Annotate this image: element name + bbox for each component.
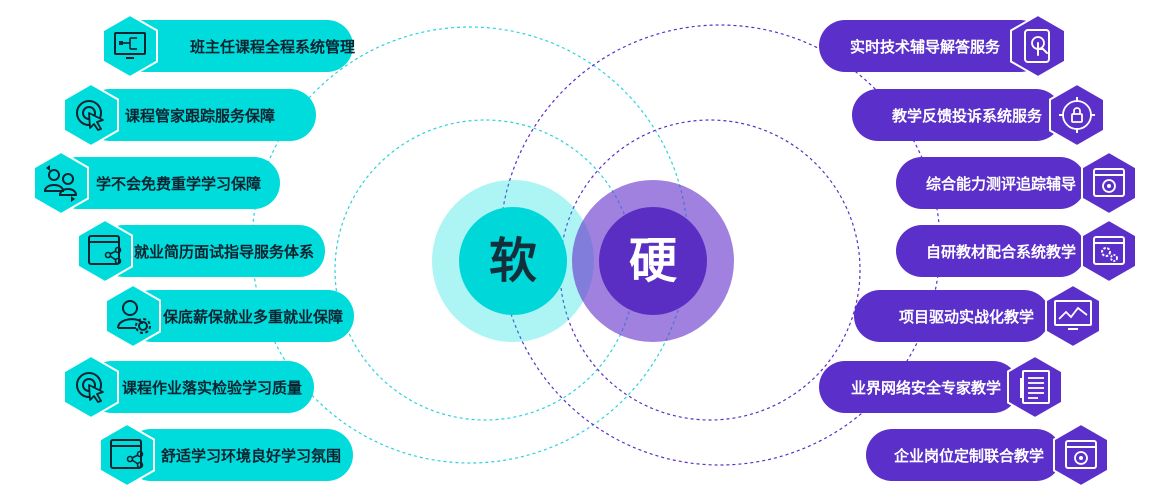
touch-tablet-icon	[1005, 13, 1071, 79]
soft-item-label: 舒适学习环境良好学习氛围	[161, 446, 342, 465]
browser-share-icon	[72, 218, 138, 284]
soft-item: 课程作业落实检验学习质量	[86, 361, 314, 413]
hard-item-label: 项目驱动实战化教学	[898, 307, 1034, 326]
hard-item: 教学反馈投诉系统服务	[852, 89, 1062, 141]
soft-item: 学不会免费重学学习保障	[52, 157, 280, 209]
soft-item: 课程管家跟踪服务保障	[84, 89, 316, 141]
hard-item: 企业岗位定制联合教学	[866, 429, 1062, 481]
soft-item: 保底薪保就业多重就业保障	[126, 290, 354, 342]
lock-target-icon	[1044, 82, 1110, 148]
user-gear-icon	[100, 283, 166, 349]
hard-item-label: 实时技术辅导解答服务	[849, 37, 1000, 56]
hard-item: 业界网络安全专家教学	[819, 361, 1019, 413]
soft-item-label: 保底薪保就业多重就业保障	[163, 307, 344, 326]
browser-gears-icon	[1076, 218, 1142, 284]
document-list-icon	[1002, 354, 1068, 420]
soft-circle: 软	[459, 207, 567, 315]
hard-item-label: 企业岗位定制联合教学	[893, 446, 1044, 465]
soft-label: 软	[488, 233, 537, 289]
hard-item: 自研教材配合系统教学	[896, 225, 1086, 277]
users-refresh-icon	[28, 150, 94, 216]
cursor-target-icon	[58, 354, 124, 420]
soft-item: 舒适学习环境良好学习氛围	[125, 429, 353, 481]
browser-target-icon	[1048, 422, 1114, 488]
cursor-target-icon	[58, 82, 124, 148]
soft-item-label: 班主任课程全程系统管理	[190, 37, 356, 56]
hard-item-label: 业界网络安全专家教学	[850, 378, 1001, 397]
soft-item-label: 学不会免费重学学习保障	[96, 174, 262, 193]
hard-label: 硬	[628, 233, 677, 289]
hard-item-label: 教学反馈投诉系统服务	[891, 106, 1042, 125]
soft-item: 就业简历面试指导服务体系	[98, 225, 325, 277]
hard-item: 综合能力测评追踪辅导	[896, 157, 1086, 209]
monitor-chart-icon	[1040, 283, 1106, 349]
browser-share-icon	[94, 422, 160, 488]
soft-item-label: 课程管家跟踪服务保障	[125, 106, 276, 125]
monitor-sitemap-icon	[97, 13, 163, 79]
hard-item: 实时技术辅导解答服务	[819, 20, 1046, 72]
hard-item-label: 自研教材配合系统教学	[925, 242, 1076, 261]
soft-item-label: 课程作业落实检验学习质量	[122, 378, 303, 397]
hard-item-label: 综合能力测评追踪辅导	[925, 174, 1076, 193]
soft-item-label: 就业简历面试指导服务体系	[134, 242, 315, 261]
browser-target-icon	[1076, 150, 1142, 216]
hard-item: 项目驱动实战化教学	[854, 290, 1050, 342]
hard-circle: 硬	[599, 207, 707, 315]
